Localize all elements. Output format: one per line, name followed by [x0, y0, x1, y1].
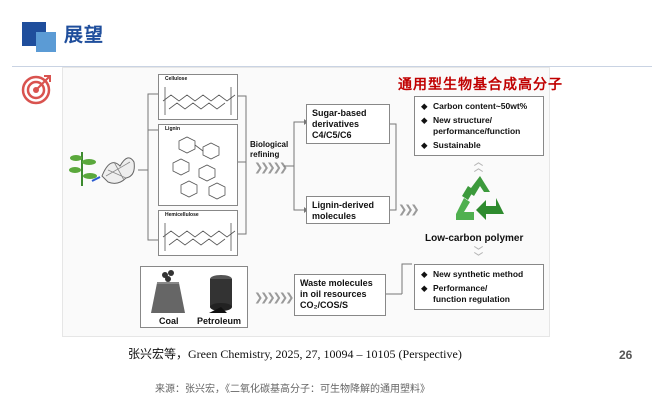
- bullet-diamond-icon: ◆: [421, 115, 428, 125]
- lignin-box: Lignin: [158, 124, 238, 206]
- chevron-right-icon: ❯❯❯❯❯: [254, 162, 288, 174]
- product-fork: [284, 119, 308, 213]
- plant-icon: [69, 152, 135, 186]
- bullet-carbon-content: Carbon content~50wt%: [433, 101, 528, 111]
- low-carbon-polymer-label: Low-carbon polymer: [425, 233, 524, 244]
- figure-heading: 通用型生物基合成高分子: [398, 77, 563, 93]
- waste-connector: [386, 263, 412, 295]
- chevron-right-icon: ❯❯❯❯❯❯: [254, 292, 294, 304]
- chevron-right-icon: ❯❯❯: [398, 204, 420, 216]
- waste-molecules-box: Waste molecules in oil resources CO₂/COS…: [294, 274, 386, 316]
- branch-connector: [138, 93, 158, 241]
- citation: 张兴宏等，Green Chemistry, 2025, 27, 10094 – …: [128, 347, 462, 361]
- source-note: 来源：张兴宏，《二氧化碳基高分子：可生物降解的通用塑料》: [155, 384, 430, 395]
- target-icon: [21, 75, 51, 105]
- recycle-icon: [456, 176, 504, 220]
- bullet-diamond-icon: ◆: [421, 101, 428, 111]
- bullet-sustainable: Sustainable: [433, 140, 481, 150]
- coal-label: Coal: [159, 316, 179, 326]
- hemicellulose-box: Hemicellulose: [158, 210, 238, 256]
- chevron-down-icon: ﹀﹀: [474, 246, 484, 262]
- lignin-label: Lignin: [165, 126, 180, 132]
- page-number: 26: [619, 348, 633, 362]
- convergence-bracket: [390, 123, 397, 211]
- lignin-structure: [172, 136, 226, 200]
- bullet-new-structure: New structure/ performance/function: [433, 115, 521, 136]
- bullet-diamond-icon: ◆: [421, 283, 428, 293]
- cellulose-structure: [162, 87, 236, 115]
- chevron-up-icon: ︿︿: [474, 157, 484, 173]
- petroleum-barrel-icon: [209, 275, 232, 313]
- page-title: 展望: [64, 24, 105, 46]
- fossil-resources-box: Coal Petroleum: [140, 266, 248, 328]
- bullet-performance-regulation: Performance/ function regulation: [433, 283, 510, 304]
- sugar-derivatives-label: Sugar-based derivatives C4/C5/C6: [312, 108, 367, 140]
- sugar-derivatives-box: Sugar-based derivatives C4/C5/C6: [306, 104, 390, 144]
- biological-refining-label: Biological refining: [250, 140, 289, 159]
- bullet-diamond-icon: ◆: [421, 269, 428, 279]
- header-divider: [12, 66, 652, 67]
- coal-icon: [151, 270, 185, 313]
- cellulose-box: Cellulose: [158, 74, 238, 120]
- lignin-derived-box: Lignin-derived molecules: [306, 196, 390, 224]
- properties-box: ◆ Carbon content~50wt% ◆ New structure/ …: [414, 96, 544, 156]
- bullet-new-synthetic-method: New synthetic method: [433, 269, 524, 279]
- logo-square-light: [36, 32, 56, 52]
- hemicellulose-label: Hemicellulose: [165, 212, 199, 218]
- petroleum-label: Petroleum: [197, 316, 242, 326]
- cellulose-label: Cellulose: [165, 76, 188, 82]
- waste-molecules-label: Waste molecules in oil resources CO₂/COS…: [300, 278, 373, 310]
- methods-box: ◆ New synthetic method ◆ Performance/ fu…: [414, 264, 544, 310]
- bullet-diamond-icon: ◆: [421, 140, 428, 150]
- lignin-derived-label: Lignin-derived molecules: [312, 200, 375, 221]
- hemicellulose-structure: [162, 223, 236, 251]
- biomass-bracket: [238, 95, 247, 235]
